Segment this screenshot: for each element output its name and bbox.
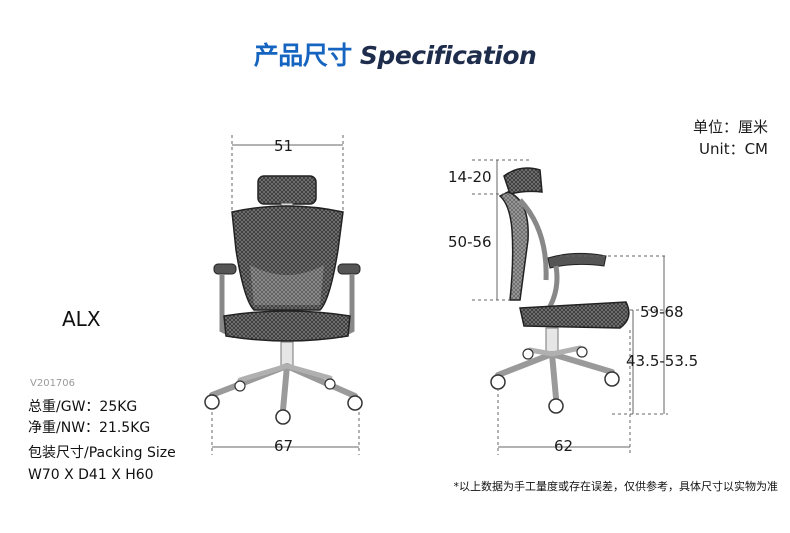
packing-size-value: W70 X D41 X H60 <box>28 467 154 483</box>
title-en: Specification <box>359 41 537 70</box>
side-dimension-lines <box>472 159 668 455</box>
side-depth-label: 62 <box>554 437 574 455</box>
footnote: *以上数据为手工量度或存在误差，仅供参考，具体尺寸以实物为准 <box>453 480 779 493</box>
headrest-adjust-label: 14-20 <box>448 168 492 186</box>
back-height-label: 50-56 <box>448 233 492 251</box>
side-chair <box>490 167 630 414</box>
front-width-top-label: 51 <box>274 137 294 155</box>
product-code: V201706 <box>30 378 76 389</box>
seat-height-label: 43.5-53.5 <box>626 352 699 370</box>
gross-weight: 总重/GW：25KG <box>28 399 138 415</box>
front-width-base-label: 67 <box>274 437 294 455</box>
front-dimension-lines <box>211 135 360 455</box>
page-title: 产品尺寸 Specification <box>0 36 790 72</box>
front-chair <box>204 175 363 425</box>
packing-size-label: 包装尺寸/Packing Size <box>28 445 176 461</box>
unit-cn: 单位：厘米 <box>692 118 768 136</box>
armrest-height-label: 59-68 <box>640 303 684 321</box>
title-cn: 产品尺寸 <box>253 41 353 70</box>
unit-en: Unit：CM <box>699 140 768 158</box>
model-name: ALX <box>62 307 101 331</box>
net-weight: 净重/NW：21.5KG <box>28 420 151 436</box>
